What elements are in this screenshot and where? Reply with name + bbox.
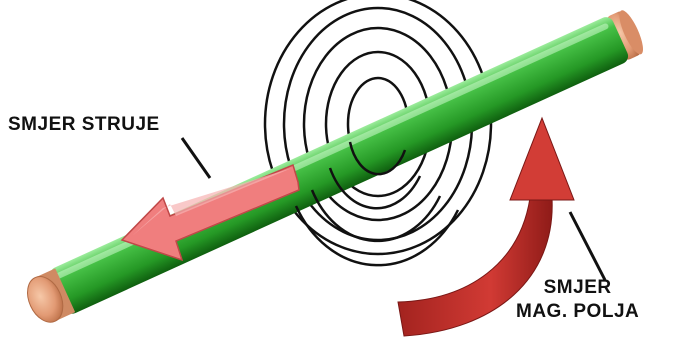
field-direction-label: SMJER MAG. POLJA: [516, 276, 639, 324]
current-label-pointer: [182, 138, 210, 178]
field-arrow-head: [510, 118, 574, 200]
current-direction-label: SMJER STRUJE: [8, 114, 160, 136]
field-direction-label-line1: SMJER: [516, 276, 639, 300]
field-direction-label-line2: MAG. POLJA: [516, 300, 639, 324]
field-label-pointer: [570, 212, 605, 280]
